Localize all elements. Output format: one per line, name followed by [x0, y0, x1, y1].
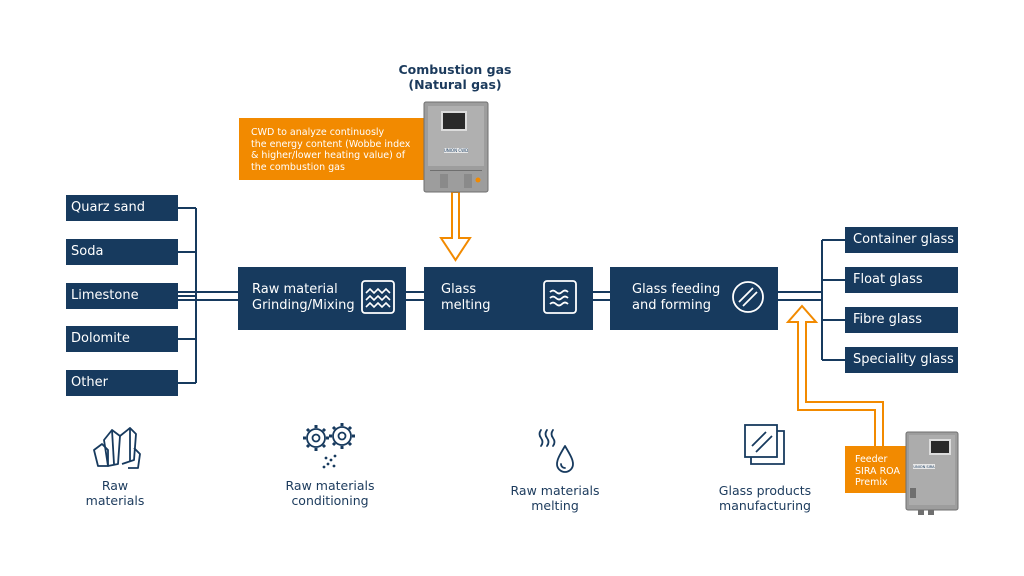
callout-line: SIRA ROA	[855, 465, 900, 477]
input-soda: Soda	[66, 239, 178, 265]
stage-label: Glass feeding and forming	[632, 282, 720, 314]
sira-device-logo: UNION SIRA	[913, 465, 935, 469]
output-float-glass: Float glass	[845, 267, 958, 293]
bottom-label-line-2: conditioning	[291, 493, 369, 508]
feeder-callout: Feeder SIRA ROA Premix	[845, 446, 907, 493]
output-fibre-glass: Fibre glass	[845, 307, 958, 333]
bottom-label-manufacturing: Glass products manufacturing	[700, 483, 830, 513]
combustion-gas-title: Combustion gas (Natural gas)	[360, 62, 550, 92]
output-container-glass: Container glass	[845, 227, 958, 253]
bottom-label-line-2: melting	[531, 498, 579, 513]
callout-line: Feeder	[855, 454, 888, 465]
cwd-analyzer-device: UNION CWD	[423, 101, 489, 193]
input-dolomite: Dolomite	[66, 326, 178, 352]
sira-analyzer-device: UNION SIRA	[905, 431, 959, 515]
bottom-label-line-1: Glass products	[718, 483, 812, 498]
input-other: Other	[66, 370, 178, 396]
stage-label-line-2: melting	[441, 298, 491, 313]
stage-label-line-1: Glass feeding	[632, 282, 721, 297]
waves-icon	[543, 280, 577, 314]
bottom-label-conditioning: Raw materials conditioning	[270, 478, 390, 508]
stage-glass-melting: Glass melting	[424, 267, 593, 330]
heat-drop-icon	[538, 429, 574, 473]
bottom-label-raw-materials: Raw materials	[65, 478, 165, 508]
bottom-label-line-1: Raw materials	[510, 483, 600, 498]
stage-label-line-2: Grinding/Mixing	[252, 298, 355, 313]
stage-label-line-1: Raw material	[252, 282, 338, 297]
bottom-label-melting: Raw materials melting	[495, 483, 615, 513]
crystals-icon	[93, 427, 141, 469]
grinding-mixing-icon	[361, 280, 395, 314]
callout-line: the energy content (Wobbe index	[251, 138, 411, 150]
cwd-device-logo: UNION CWD	[444, 148, 468, 153]
gears-icon	[303, 423, 355, 469]
bottom-label-line-2: materials	[85, 493, 145, 508]
input-quarz-sand: Quarz sand	[66, 195, 178, 221]
cwd-callout: CWD to analyze continuosly the energy co…	[239, 118, 424, 180]
stage-label-line-1: Glass	[441, 282, 477, 297]
callout-line: Premix	[855, 477, 888, 488]
title-line-1: Combustion gas	[398, 62, 512, 77]
glass-forming-icon	[732, 281, 764, 313]
bottom-label-line-2: manufacturing	[719, 498, 811, 513]
stage-label-line-2: and forming	[632, 298, 712, 313]
title-line-2: (Natural gas)	[408, 77, 502, 92]
output-speciality-glass: Speciality glass	[845, 347, 958, 373]
callout-line: CWD to analyze continuosly	[251, 127, 385, 138]
callout-line: & higher/lower heating value) of	[251, 150, 406, 161]
bottom-label-line-1: Raw	[101, 478, 129, 493]
glass-panes-icon	[744, 424, 785, 465]
stage-label: Glass melting	[441, 282, 490, 314]
stage-label: Raw material Grinding/Mixing	[252, 282, 355, 314]
stage-feeding-forming: Glass feeding and forming	[610, 267, 778, 330]
stage-grinding-mixing: Raw material Grinding/Mixing	[238, 267, 406, 330]
input-limestone: Limestone	[66, 283, 178, 309]
bottom-label-line-1: Raw materials	[285, 478, 375, 493]
callout-line: the combustion gas	[251, 161, 345, 173]
